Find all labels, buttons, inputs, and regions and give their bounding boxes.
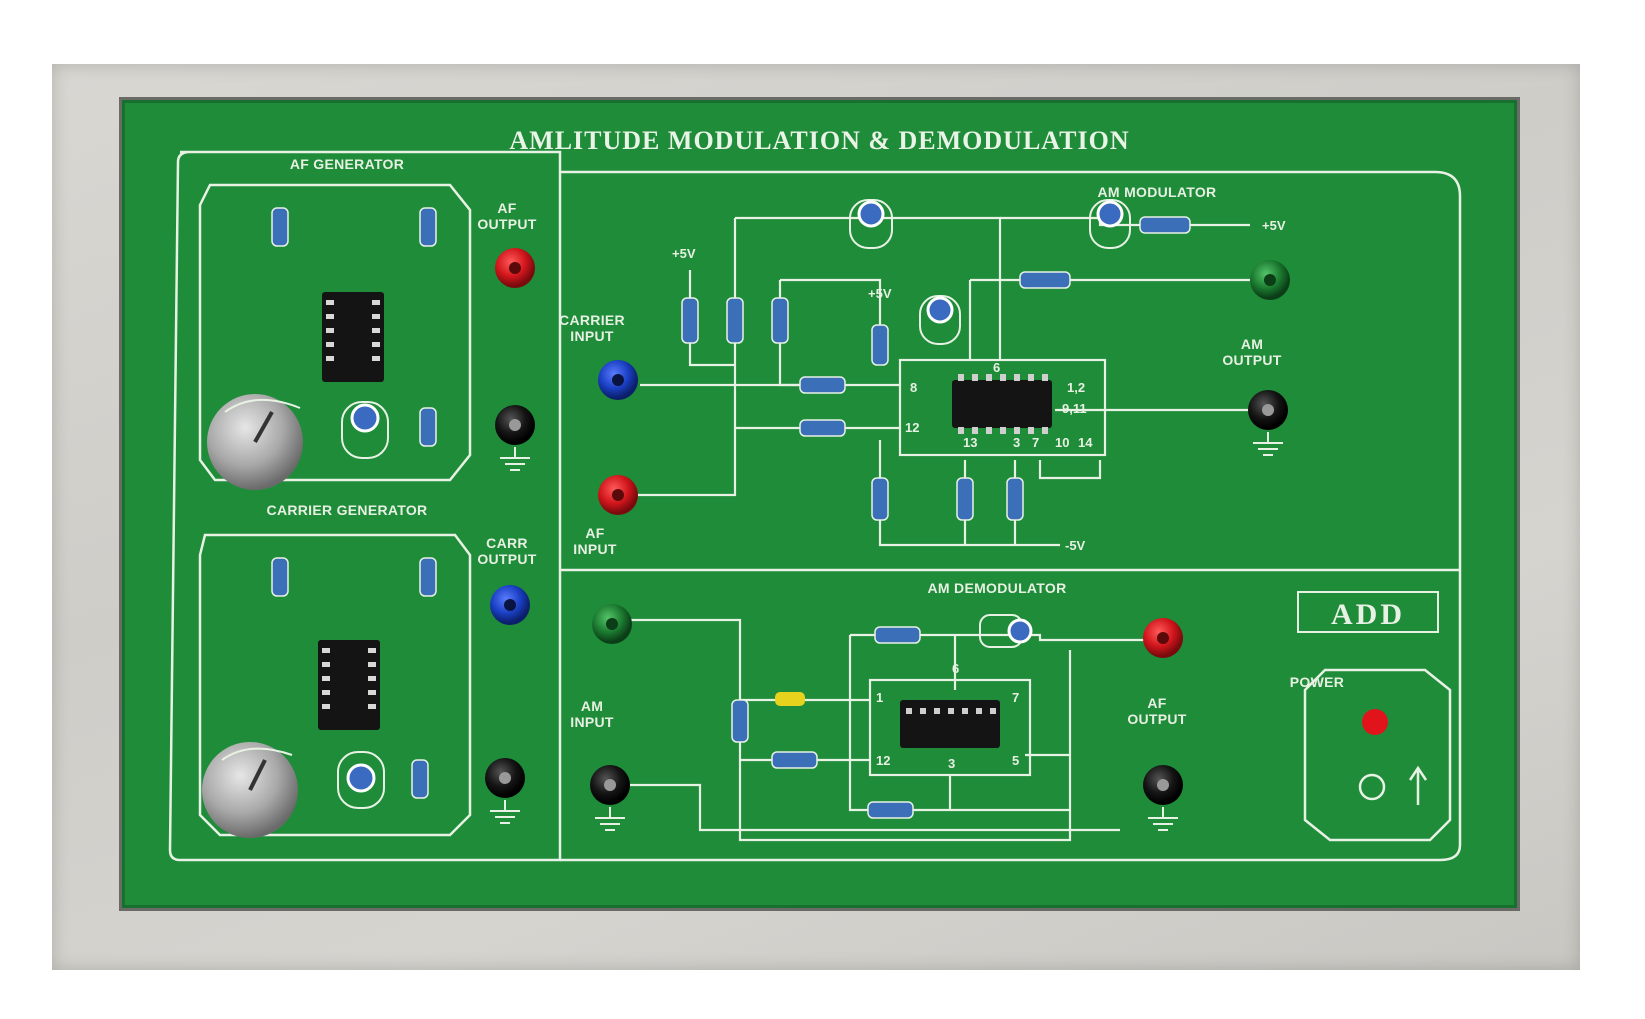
pin-label: 5 <box>1012 753 1019 768</box>
brand-logo-text: ADD <box>1331 598 1405 631</box>
am-output-label: AM OUTPUT <box>1222 336 1282 368</box>
am-demodulator-label: AM DEMODULATOR <box>927 580 1067 596</box>
yellow-resistor <box>775 692 805 706</box>
frequency-knobs[interactable] <box>202 394 303 838</box>
pin-label: 9,11 <box>1062 401 1087 416</box>
af-generator-label: AF GENERATOR <box>289 156 405 172</box>
pin-label: 7 <box>1012 690 1019 705</box>
arrow-up-icon <box>1408 765 1428 805</box>
ground-symbols <box>490 432 1283 831</box>
pin-label: 7 <box>1032 435 1039 450</box>
pin-label: 3 <box>948 756 955 771</box>
af-input-label: AF INPUT <box>573 525 617 557</box>
modulator-traces <box>620 216 1260 547</box>
sockets[interactable] <box>485 248 1290 805</box>
carr-output-label: CARR OUTPUT <box>477 535 537 567</box>
modulator-pin-labels: 6 8 12 1,2 9,11 13 3 7 10 14 +5V +5V +5V… <box>672 218 1286 553</box>
af-generator-ic <box>322 292 384 382</box>
pin-label: 3 <box>1013 435 1020 450</box>
brand-logo: ADD <box>1297 591 1439 633</box>
pin-label: 12 <box>905 420 919 435</box>
supply-label: +5V <box>672 246 696 261</box>
pin-label: 14 <box>1078 435 1093 450</box>
demodulator-pin-labels: 6 1 7 12 3 5 <box>876 661 1019 771</box>
supply-label: +5V <box>868 286 892 301</box>
am-modulator-label: AM MODULATOR <box>1097 184 1217 200</box>
pin-label: 6 <box>993 360 1000 375</box>
demod-af-output-label: AF OUTPUT <box>1127 695 1187 727</box>
pin-label: 13 <box>963 435 977 450</box>
pin-label: 8 <box>910 380 917 395</box>
resistors <box>271 207 1191 819</box>
demodulator-ic-outline <box>868 678 1032 777</box>
modulator-ic-outline <box>898 358 1107 457</box>
demodulator-traces <box>625 618 1155 842</box>
power-label: POWER <box>1289 674 1345 690</box>
carrier-generator-label: CARRIER GENERATOR <box>266 502 428 518</box>
board-title: AMLITUDE MODULATION & DEMODULATION <box>509 126 1130 155</box>
pin-label: 1,2 <box>1067 380 1085 395</box>
af-output-label: AF OUTPUT <box>477 200 537 232</box>
trimmer-pots <box>337 199 1131 809</box>
pin-label: 10 <box>1055 435 1069 450</box>
pin-label: 12 <box>876 753 890 768</box>
carrier-input-label: CARRIER INPUT <box>559 312 625 344</box>
am-input-label: AM INPUT <box>570 698 614 730</box>
supply-label: +5V <box>1262 218 1286 233</box>
section-outlines <box>168 150 1462 862</box>
power-switch-icon[interactable] <box>1358 773 1386 801</box>
pin-label: 6 <box>952 661 959 676</box>
pin-label: 1 <box>876 690 883 705</box>
carrier-generator-ic <box>318 640 380 730</box>
supply-label: -5V <box>1065 538 1086 553</box>
modulator-ic <box>952 380 1052 428</box>
demodulator-ic <box>900 700 1000 748</box>
power-led <box>1362 709 1388 735</box>
